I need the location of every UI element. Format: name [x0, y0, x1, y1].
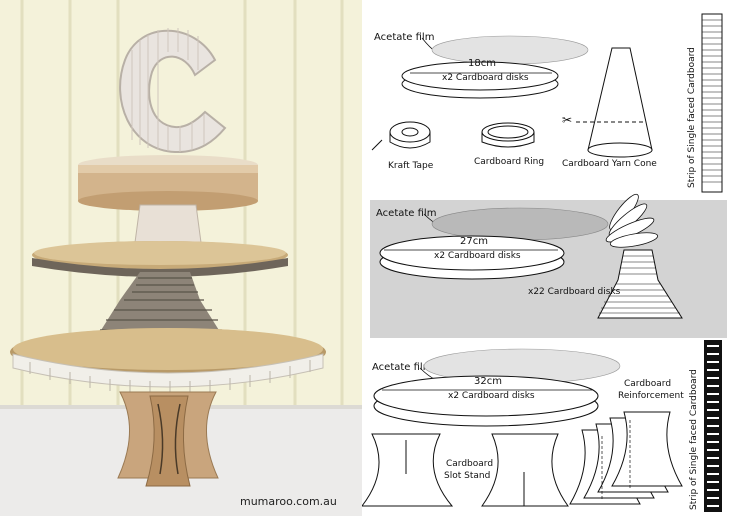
stand-label-line2: Slot Stand: [444, 471, 490, 481]
large-strip-icon: [704, 340, 722, 512]
disk-stack-label: x22 Cardboard disks: [528, 287, 621, 297]
section-small-tier: Acetate film 18cm x2 Cardboard disks Kra…: [371, 13, 723, 193]
stand-label-line1: Cardboard: [446, 459, 493, 469]
section-large-tier: Acetate film 32cm x2 Cardboard disks Car…: [362, 340, 722, 512]
yarn-cone-label: Cardboard Yarn Cone: [562, 159, 657, 169]
medium-disks-label: x2 Cardboard disks: [434, 251, 521, 261]
fanned-disks-icon: [605, 193, 659, 248]
large-size-label: 32cm: [474, 376, 502, 387]
top-tier: [78, 155, 258, 211]
scissors-icon: ✂: [562, 113, 572, 127]
slot-stand-piece-right: [481, 433, 569, 507]
medium-size-label: 27cm: [460, 236, 488, 247]
medium-acetate-label: Acetate film: [376, 208, 436, 219]
medium-acetate-film: [431, 207, 609, 241]
slot-stand: [117, 391, 219, 487]
large-cardboard-disk-top: [373, 375, 599, 417]
small-acetate-film: [431, 35, 589, 65]
yarn-cone-icon: [576, 47, 653, 158]
large-strip-label: Strip of Single faced Cardboard: [689, 369, 699, 510]
small-strip-label: Strip of Single faced Cardboard: [687, 47, 697, 188]
small-cardboard-disk-top: [401, 61, 559, 91]
small-disks-label: x2 Cardboard disks: [442, 73, 529, 83]
cake-stand-photo: C: [0, 0, 362, 516]
letter-c-topper: C: [119, 28, 227, 154]
small-size-label: 18cm: [468, 58, 496, 69]
cake-stand-illustration: C: [0, 0, 362, 516]
middle-tier: [32, 241, 288, 277]
small-acetate-label: Acetate film: [374, 32, 434, 43]
kraft-tape-icon: [371, 121, 431, 151]
reinforcement-label-line2: Reinforcement: [618, 391, 684, 401]
instruction-diagram-svg: Acetate film 18cm x2 Cardboard disks Kra…: [362, 13, 727, 512]
disk-stack-icon: [597, 249, 683, 319]
large-disks-label: x2 Cardboard disks: [448, 391, 535, 401]
cardboard-ring-label: Cardboard Ring: [474, 157, 544, 167]
medium-cardboard-disk-top: [379, 235, 565, 271]
large-acetate-label: Acetate film: [372, 362, 432, 373]
small-strip-icon: [701, 13, 723, 193]
kraft-tape-label: Kraft Tape: [388, 161, 434, 171]
cardboard-ring-icon: [481, 122, 535, 148]
bottom-tier: [10, 328, 326, 393]
section-medium-tier: Acetate film 27cm x2 Cardboard disks: [370, 193, 727, 338]
reinforcement-label-line1: Cardboard: [624, 379, 671, 389]
slot-stand-piece-left: [362, 433, 454, 507]
photo-credit: mumaroo.com.au: [240, 495, 337, 508]
instruction-diagram: Acetate film 18cm x2 Cardboard disks Kra…: [362, 0, 729, 516]
reinforcement-pieces: [569, 411, 683, 505]
